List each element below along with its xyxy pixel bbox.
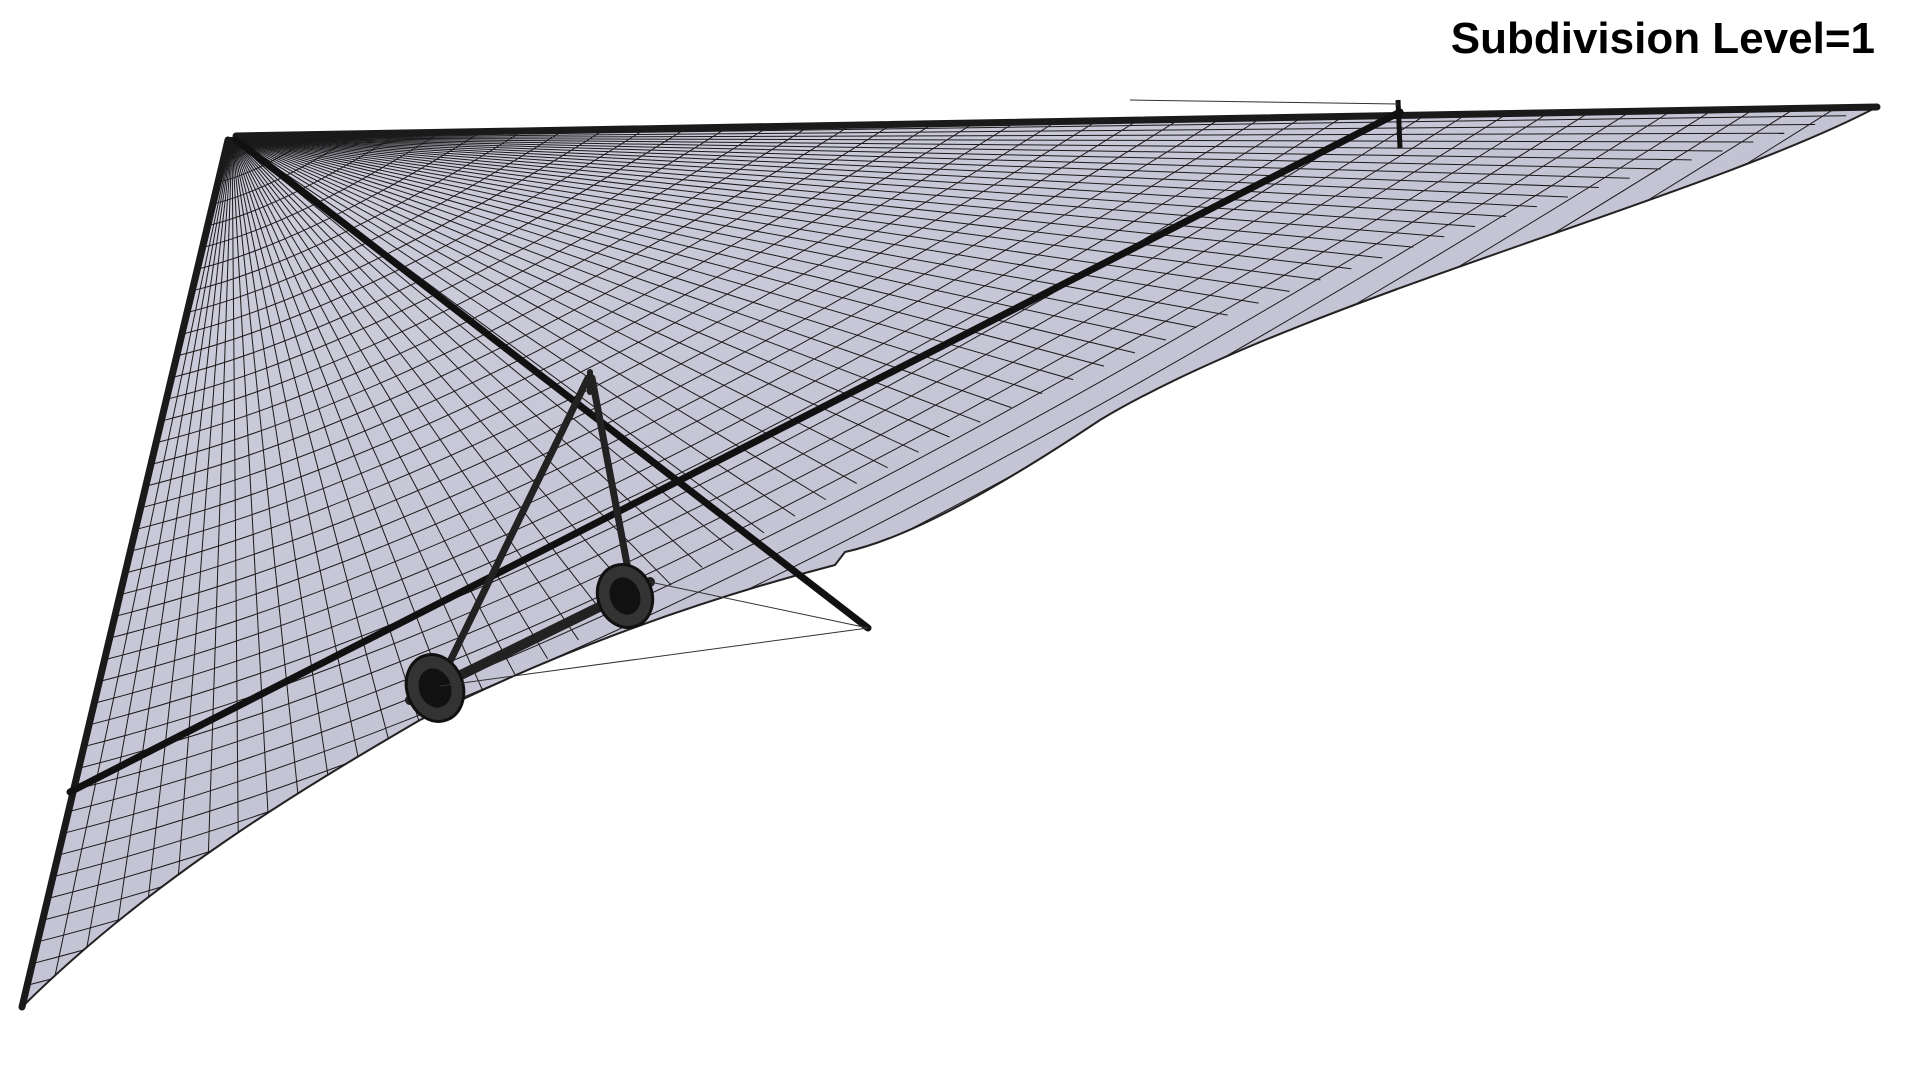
subdivision-level-label: Subdivision Level=1 xyxy=(1450,14,1875,63)
tip-post xyxy=(1395,99,1403,149)
leading-edge-tubes xyxy=(18,103,1881,1011)
keel xyxy=(232,136,872,632)
sail xyxy=(20,106,1878,1011)
crossbar xyxy=(66,108,1404,796)
wheel-left xyxy=(404,653,466,723)
wheel-right xyxy=(595,563,655,629)
rigging-wires xyxy=(439,99,1399,687)
